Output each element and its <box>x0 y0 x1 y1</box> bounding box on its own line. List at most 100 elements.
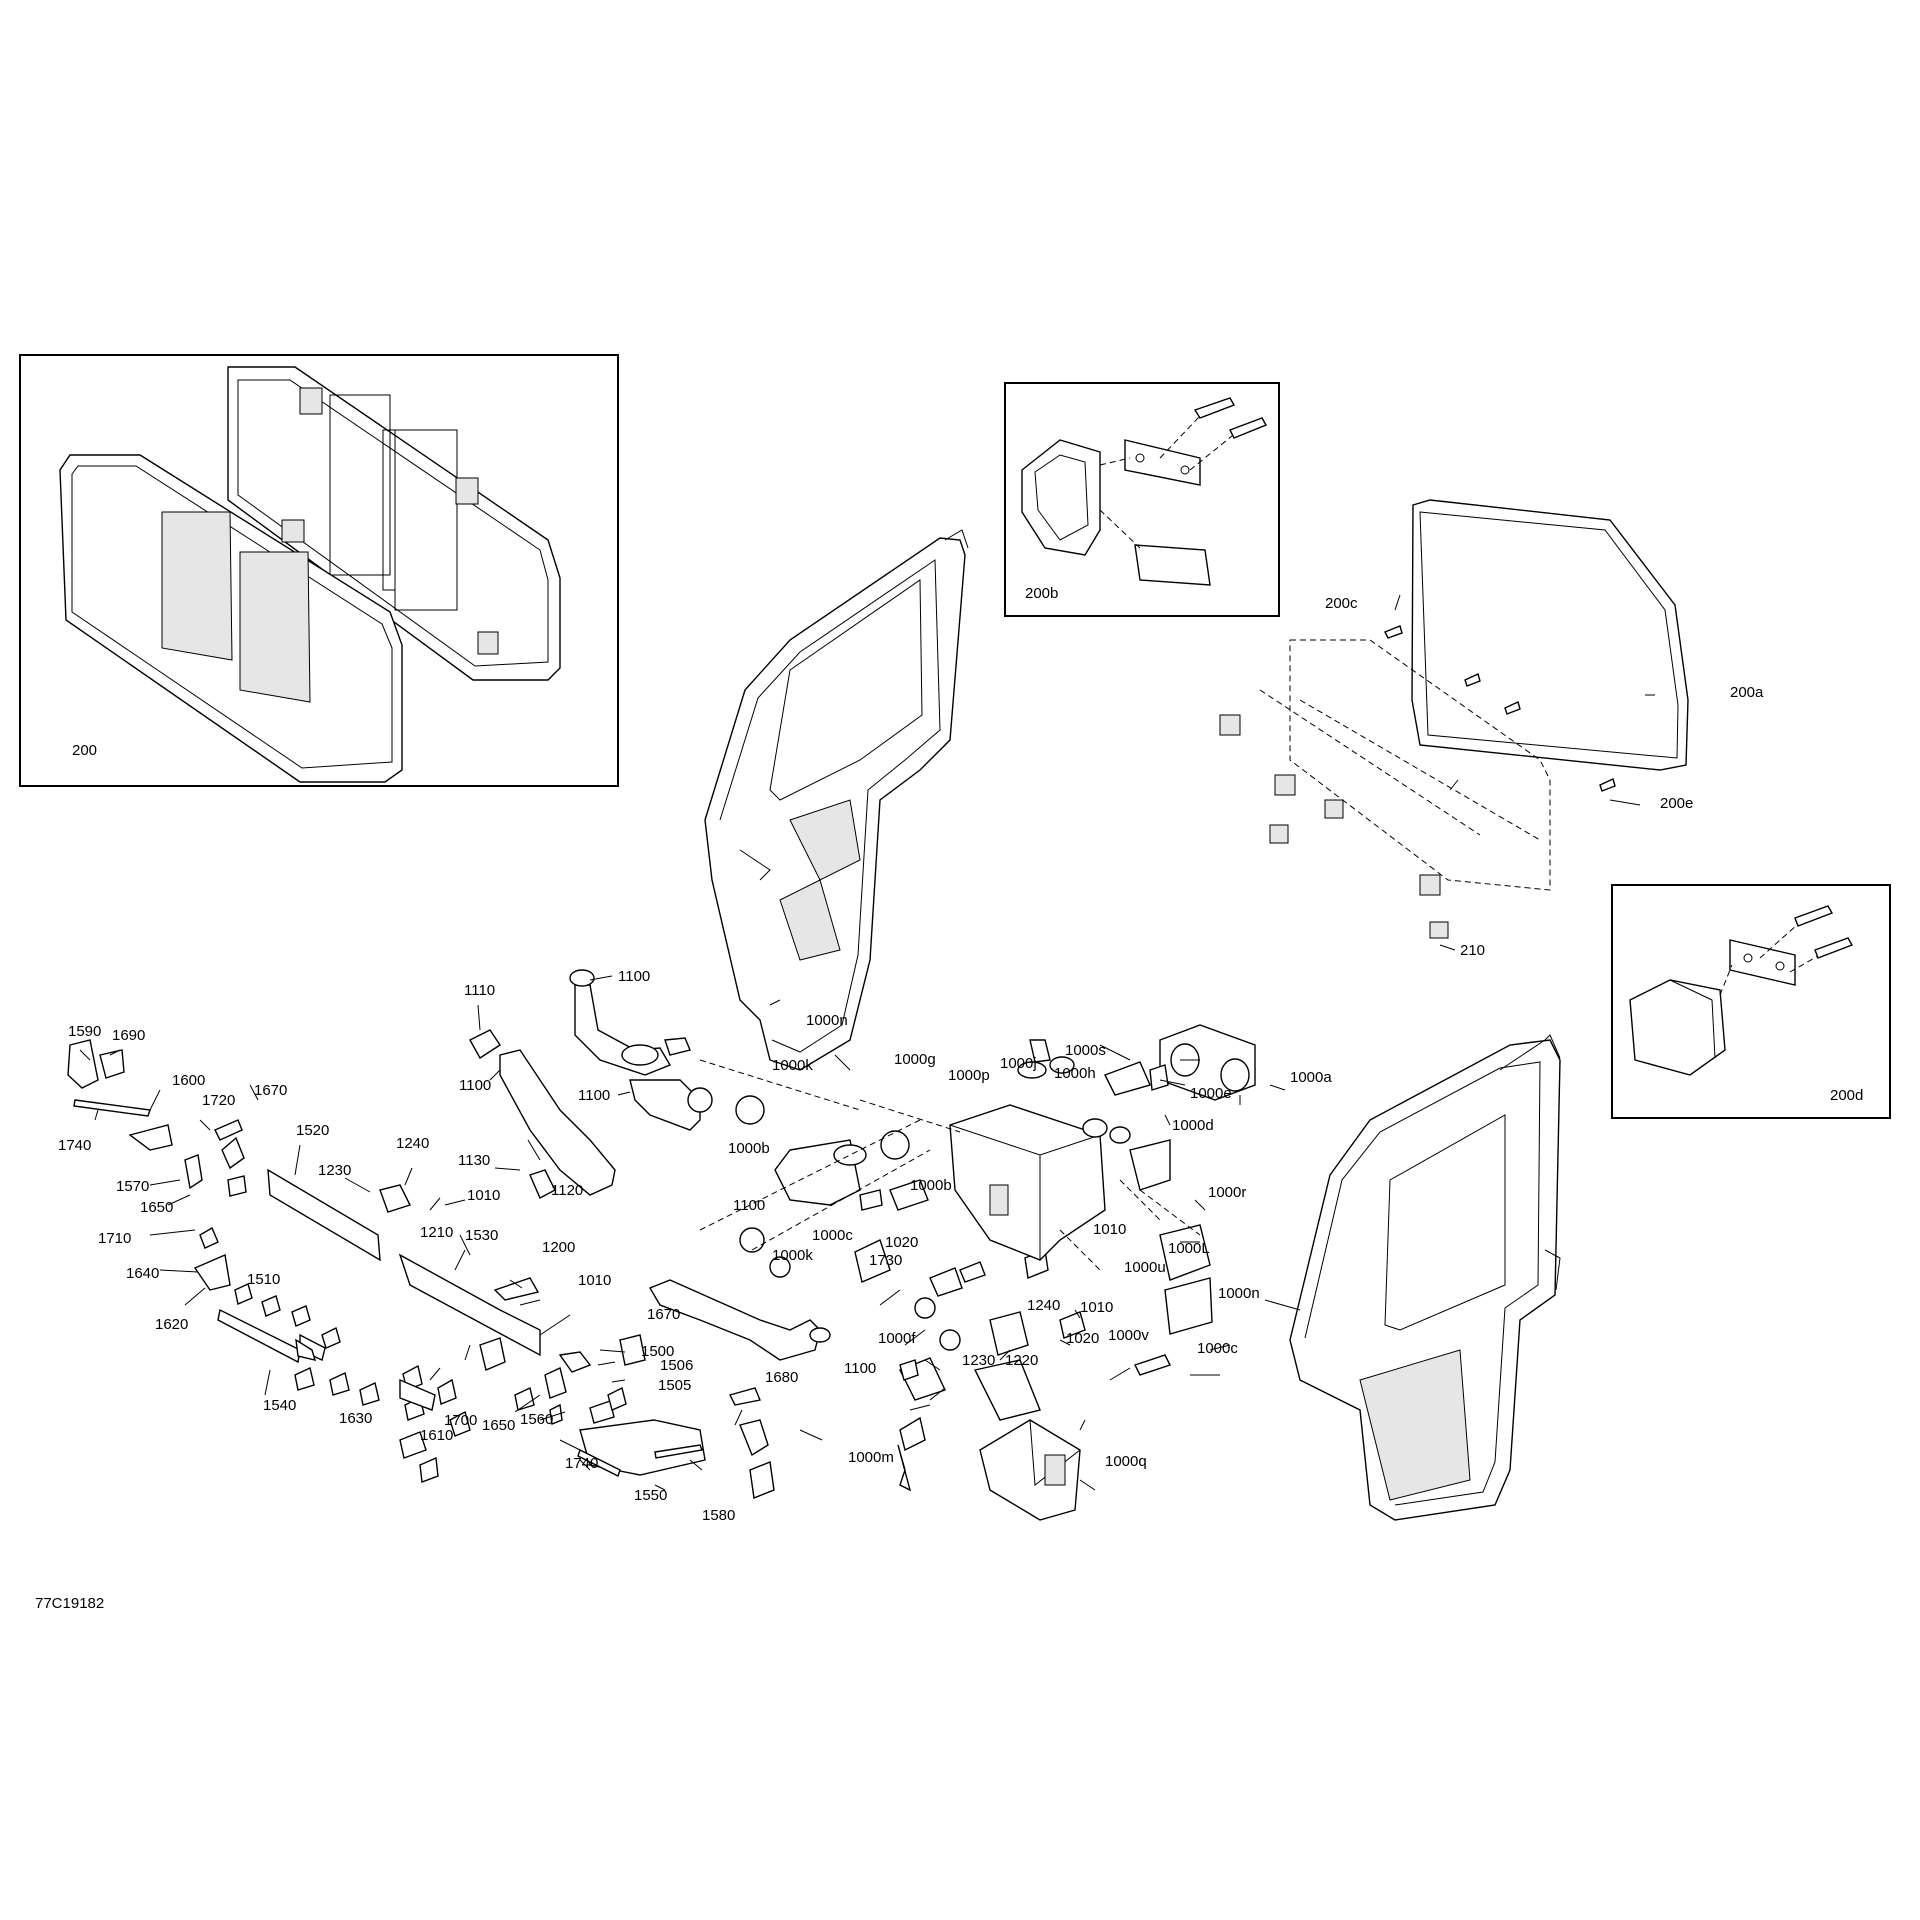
screw-lower <box>1229 417 1268 439</box>
door-frame-lower <box>1289 1034 1561 1521</box>
callout-1670-right: 1670 <box>647 1306 680 1323</box>
callout-1550: 1550 <box>634 1487 667 1504</box>
callout-1000c-left: 1000c <box>812 1227 853 1244</box>
callout-1730: 1730 <box>869 1252 902 1269</box>
callout-1610: 1610 <box>420 1427 453 1444</box>
callout-1000e: 1000e <box>1190 1085 1232 1102</box>
callout-labels: 200c 200a 200e 210 1100 1110 1100 1100 1… <box>58 595 1764 1524</box>
callout-1000p: 1000p <box>948 1067 990 1084</box>
callout-1520: 1520 <box>296 1122 329 1139</box>
screw-200d-a <box>1794 905 1834 927</box>
callout-1100-bottom: 1100 <box>844 1360 876 1377</box>
cover-plate <box>1729 939 1796 986</box>
callout-1000j: 1000j <box>1000 1055 1037 1072</box>
duct-assembly <box>469 969 1086 1401</box>
callout-200d: 200d <box>1830 1087 1863 1104</box>
inset-200b-frame <box>1004 382 1280 617</box>
callout-1000n-right: 1000n <box>1218 1285 1260 1302</box>
latch-cover <box>1629 979 1726 1076</box>
callout-1000g: 1000g <box>894 1051 936 1068</box>
callout-1000d: 1000d <box>1172 1117 1214 1134</box>
callout-1000m: 1000m <box>848 1449 894 1466</box>
callout-1590: 1590 <box>68 1023 101 1040</box>
callout-1000l: 1000L <box>1168 1240 1210 1257</box>
inset-200d: 200d <box>1611 884 1891 1119</box>
callout-1220: 1220 <box>1005 1352 1038 1369</box>
callout-1130: 1130 <box>458 1152 490 1169</box>
callout-210: 210 <box>1460 942 1485 959</box>
callout-200a: 200a <box>1730 684 1764 701</box>
callout-1000n-top: 1000n <box>806 1012 848 1029</box>
screw-200d-b <box>1814 937 1854 959</box>
callout-1000v: 1000v <box>1108 1327 1149 1344</box>
callout-1010-lower: 1010 <box>1080 1299 1113 1316</box>
latch-catch <box>1134 544 1211 586</box>
callout-1720: 1720 <box>202 1092 235 1109</box>
callout-1010-mid: 1010 <box>578 1272 611 1289</box>
callout-1100-lower: 1100 <box>733 1197 765 1214</box>
callout-1670-left: 1670 <box>254 1082 287 1099</box>
leader-lines <box>79 594 1655 1491</box>
callout-1740-right: 1740 <box>565 1455 598 1472</box>
panel-rear <box>227 366 561 681</box>
callout-1000b-left: 1000b <box>728 1140 770 1157</box>
callout-1630: 1630 <box>339 1410 372 1427</box>
inset-200-frame <box>19 354 619 787</box>
latch-plate <box>1124 439 1201 486</box>
callout-1100-mid: 1100 <box>578 1087 610 1104</box>
callout-1000b-right: 1000b <box>910 1177 952 1194</box>
callout-1650-right: 1650 <box>482 1417 515 1434</box>
callout-1530: 1530 <box>465 1227 498 1244</box>
callout-1000u: 1000u <box>1124 1259 1166 1276</box>
callout-1200: 1200 <box>542 1239 575 1256</box>
callout-1710: 1710 <box>98 1230 131 1247</box>
inset-200d-frame <box>1611 884 1891 1119</box>
callout-1000k-bottom: 1000k <box>772 1247 813 1264</box>
callout-1540: 1540 <box>263 1397 296 1414</box>
door-frame-upper <box>704 529 969 1071</box>
callout-1505: 1505 <box>658 1377 691 1394</box>
screw-upper <box>1193 397 1236 419</box>
callout-1690: 1690 <box>112 1027 145 1044</box>
callout-1640: 1640 <box>126 1265 159 1282</box>
callout-1570: 1570 <box>116 1178 149 1195</box>
drawing-number: 77C19182 <box>35 1595 104 1612</box>
callout-1230-left: 1230 <box>318 1162 351 1179</box>
heater-unit <box>897 1024 1256 1521</box>
inset-200b: 200b <box>1004 382 1280 617</box>
callout-200e: 200e <box>1660 795 1693 812</box>
left-parts-cluster <box>67 1039 775 1499</box>
callout-1000r: 1000r <box>1208 1184 1246 1201</box>
callout-1020-upper: 1020 <box>885 1234 918 1251</box>
callout-1000q: 1000q <box>1105 1453 1147 1470</box>
callout-1680: 1680 <box>765 1369 798 1386</box>
callout-1240-left: 1240 <box>396 1135 429 1152</box>
callout-1100-left: 1100 <box>459 1077 491 1094</box>
callout-1700: 1700 <box>444 1412 477 1429</box>
inset-200: 200 <box>19 354 619 787</box>
latch-block <box>1021 439 1101 556</box>
callout-1740-left: 1740 <box>58 1137 91 1154</box>
callout-1230-right: 1230 <box>962 1352 995 1369</box>
callout-1210: 1210 <box>420 1224 453 1241</box>
callout-1020-lower: 1020 <box>1066 1330 1099 1347</box>
callout-1240-right: 1240 <box>1027 1297 1060 1314</box>
callout-1000f: 1000f <box>878 1330 916 1347</box>
callout-1620: 1620 <box>155 1316 188 1333</box>
callout-1000c-right: 1000c <box>1197 1340 1238 1357</box>
callout-200c: 200c <box>1325 595 1358 612</box>
callout-1600: 1600 <box>172 1072 205 1089</box>
callout-1506: 1506 <box>660 1357 693 1374</box>
callout-1100-top: 1100 <box>618 968 650 985</box>
window-200a <box>1219 499 1689 939</box>
callout-1560: 1560 <box>520 1411 553 1428</box>
callout-1000k-top: 1000k <box>772 1057 813 1074</box>
callout-200b: 200b <box>1025 585 1058 602</box>
callout-1110: 1110 <box>464 982 495 999</box>
callout-1500: 1500 <box>641 1343 674 1360</box>
callout-1580: 1580 <box>702 1507 735 1524</box>
callout-1510: 1510 <box>247 1271 280 1288</box>
callout-1010-left: 1010 <box>467 1187 500 1204</box>
